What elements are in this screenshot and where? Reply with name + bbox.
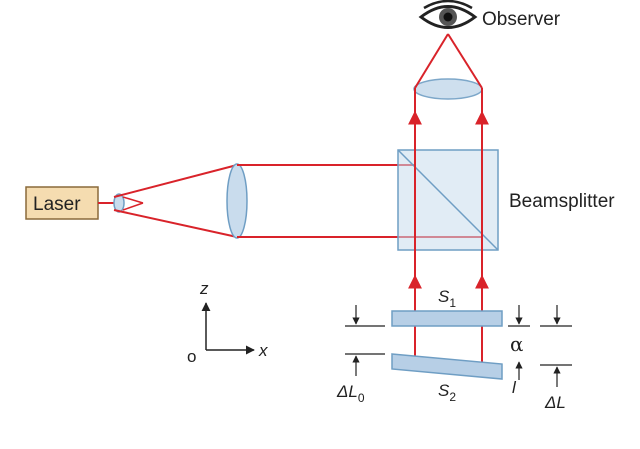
s1-label: S1 (438, 287, 456, 310)
beamsplitter-label: Beamsplitter (509, 191, 615, 212)
laser-box (25, 186, 99, 220)
laser-label: Laser (33, 194, 81, 215)
eye-converging-beams (414, 33, 483, 89)
eye-icon (418, 0, 478, 29)
delta-l-label: ΔL (544, 393, 566, 412)
axis-origin-label: o (187, 347, 196, 366)
alpha-label: α (510, 332, 524, 356)
surface-s1 (391, 310, 503, 327)
axis-x-label: x (258, 341, 268, 360)
observer-label: Observer (482, 9, 561, 30)
delta-l0-label: ΔL0 (336, 382, 365, 405)
beam-expander-rays (113, 164, 238, 238)
alpha-dimension (508, 305, 530, 380)
delta-l-dimension (540, 305, 572, 387)
observer-lens (413, 78, 483, 100)
collimating-lens (226, 163, 248, 239)
surface-s2 (391, 353, 503, 380)
l-label: l (512, 378, 517, 397)
delta-l0-dimension (345, 305, 385, 376)
coordinate-axes (201, 302, 255, 355)
axis-z-label: z (199, 279, 209, 298)
beam-arrows (408, 110, 489, 305)
s2-label: S2 (438, 381, 456, 404)
